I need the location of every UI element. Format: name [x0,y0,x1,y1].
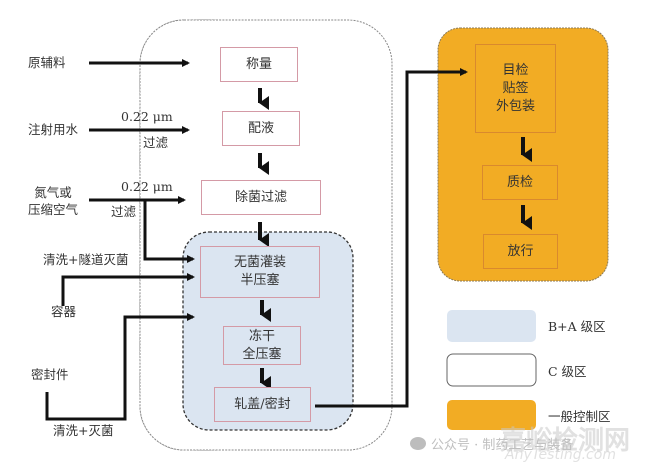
legend-swatch-general [447,400,536,430]
label-gas-filter: 过滤 [111,204,137,219]
legend-label-general: 一般控制区 [548,409,611,424]
step-release: 放行 [483,234,558,269]
watermark-site-en: AnyTesting.com [505,447,616,463]
label-wash-tunnel: 清洗+隧道灭菌 [43,252,129,267]
legend-swatch-ba [447,310,536,342]
step-compounding: 配液 [222,111,300,146]
step-sterile-filtration: 除菌过滤 [201,180,321,215]
arrow-closure [45,313,195,421]
legend-label-c: C 级区 [548,364,587,379]
step-aseptic-filling: 无菌灌装 半压塞 [200,246,320,298]
label-wfi-filter: 过滤 [143,135,169,150]
label-wfi-filter-size: 0.22 μm [121,109,173,124]
arrow-container [61,273,195,306]
label-wfi: 注射用水 [28,122,79,137]
label-gas-filter-size: 0.22 μm [121,179,173,194]
step-capping: 轧盖/密封 [214,387,311,422]
watermark-site-cn: 嘉峪检测网 [500,426,631,456]
watermark-wechat: 公众号 · 制药工艺与装备 [410,434,573,453]
step-qc: 质检 [482,165,558,200]
step-weighing: 称量 [220,47,298,82]
legend-label-ba: B+A 级区 [548,319,606,334]
label-gas: 氮气或 压缩空气 [28,185,79,217]
wechat-icon [410,437,426,450]
step-inspection-labeling: 目检 贴签 外包装 [475,44,556,133]
watermark-wechat-text: 公众号 · 制药工艺与装备 [431,438,574,453]
label-closure: 密封件 [31,367,69,382]
step-freeze-drying: 冻干 全压塞 [223,326,301,365]
label-container: 容器 [51,304,77,319]
label-wash-sterilize: 清洗+灭菌 [53,423,114,438]
label-raw-materials: 原辅料 [28,55,66,70]
arrow-capping-to-packaging [315,68,468,408]
legend-swatch-c [446,353,537,387]
arrow-gas-to-filling [143,200,195,263]
